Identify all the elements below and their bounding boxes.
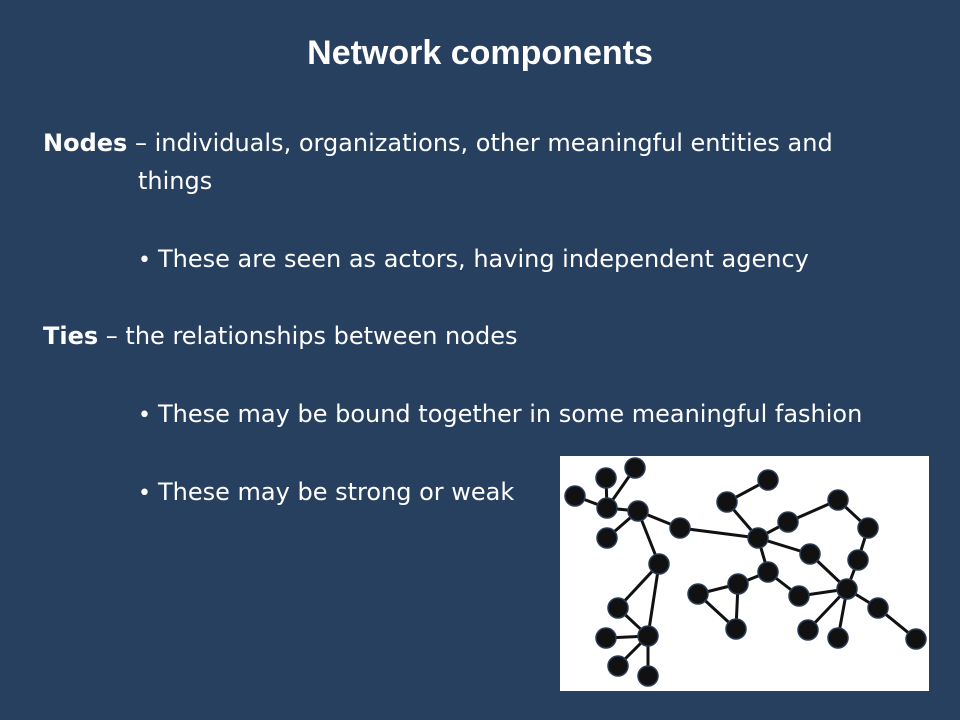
bullet-icon: • bbox=[138, 248, 151, 273]
network-edge bbox=[679, 526, 759, 540]
network-node bbox=[788, 585, 810, 607]
network-node bbox=[757, 561, 779, 583]
network-node bbox=[847, 549, 869, 571]
network-node bbox=[836, 578, 858, 600]
ties-definition: Ties – the relationships between nodes bbox=[43, 317, 923, 355]
network-node bbox=[725, 618, 747, 640]
bullet-icon: • bbox=[138, 403, 151, 428]
network-node bbox=[687, 583, 709, 605]
ties-definition-text: – the relationships between nodes bbox=[98, 322, 518, 350]
bullet-icon: • bbox=[138, 481, 151, 506]
nodes-definition-continued: things bbox=[138, 167, 213, 195]
network-node bbox=[624, 457, 646, 479]
network-node bbox=[596, 497, 618, 519]
network-node bbox=[637, 625, 659, 647]
ties-bullet-1-text: These may be bound together in some mean… bbox=[158, 400, 863, 428]
network-node bbox=[727, 573, 749, 595]
network-node bbox=[867, 597, 889, 619]
slide-title: Network components bbox=[307, 34, 653, 72]
network-node bbox=[595, 467, 617, 489]
network-node bbox=[607, 655, 629, 677]
ties-bullet-2: • These may be strong or weak bbox=[138, 473, 514, 513]
nodes-bullet: • These are seen as actors, having indepe… bbox=[138, 240, 809, 280]
network-node bbox=[595, 627, 617, 649]
network-node bbox=[564, 485, 586, 507]
network-node bbox=[596, 527, 618, 549]
network-node bbox=[757, 469, 779, 491]
network-node bbox=[797, 619, 819, 641]
nodes-definition-text: – individuals, organizations, other mean… bbox=[127, 129, 833, 157]
nodes-bullet-text: These are seen as actors, having indepen… bbox=[158, 245, 809, 273]
network-edge bbox=[646, 563, 661, 637]
ties-bullet-2-text: These may be strong or weak bbox=[158, 478, 515, 506]
network-graph bbox=[564, 457, 927, 687]
network-node bbox=[747, 527, 769, 549]
nodes-term: Nodes bbox=[43, 129, 128, 157]
ties-bullet-1: • These may be bound together in some mea… bbox=[138, 395, 862, 435]
network-node bbox=[716, 491, 738, 513]
network-node bbox=[827, 489, 849, 511]
network-node bbox=[627, 500, 649, 522]
network-node bbox=[799, 543, 821, 565]
nodes-definition: Nodes – individuals, organizations, othe… bbox=[43, 124, 923, 162]
network-node bbox=[827, 627, 849, 649]
ties-term: Ties bbox=[43, 322, 99, 350]
network-node bbox=[905, 628, 927, 650]
network-node bbox=[648, 553, 670, 575]
network-node bbox=[857, 517, 879, 539]
network-diagram bbox=[560, 456, 929, 691]
network-node bbox=[777, 511, 799, 533]
network-node bbox=[669, 517, 691, 539]
network-node bbox=[607, 597, 629, 619]
network-node bbox=[637, 665, 659, 687]
